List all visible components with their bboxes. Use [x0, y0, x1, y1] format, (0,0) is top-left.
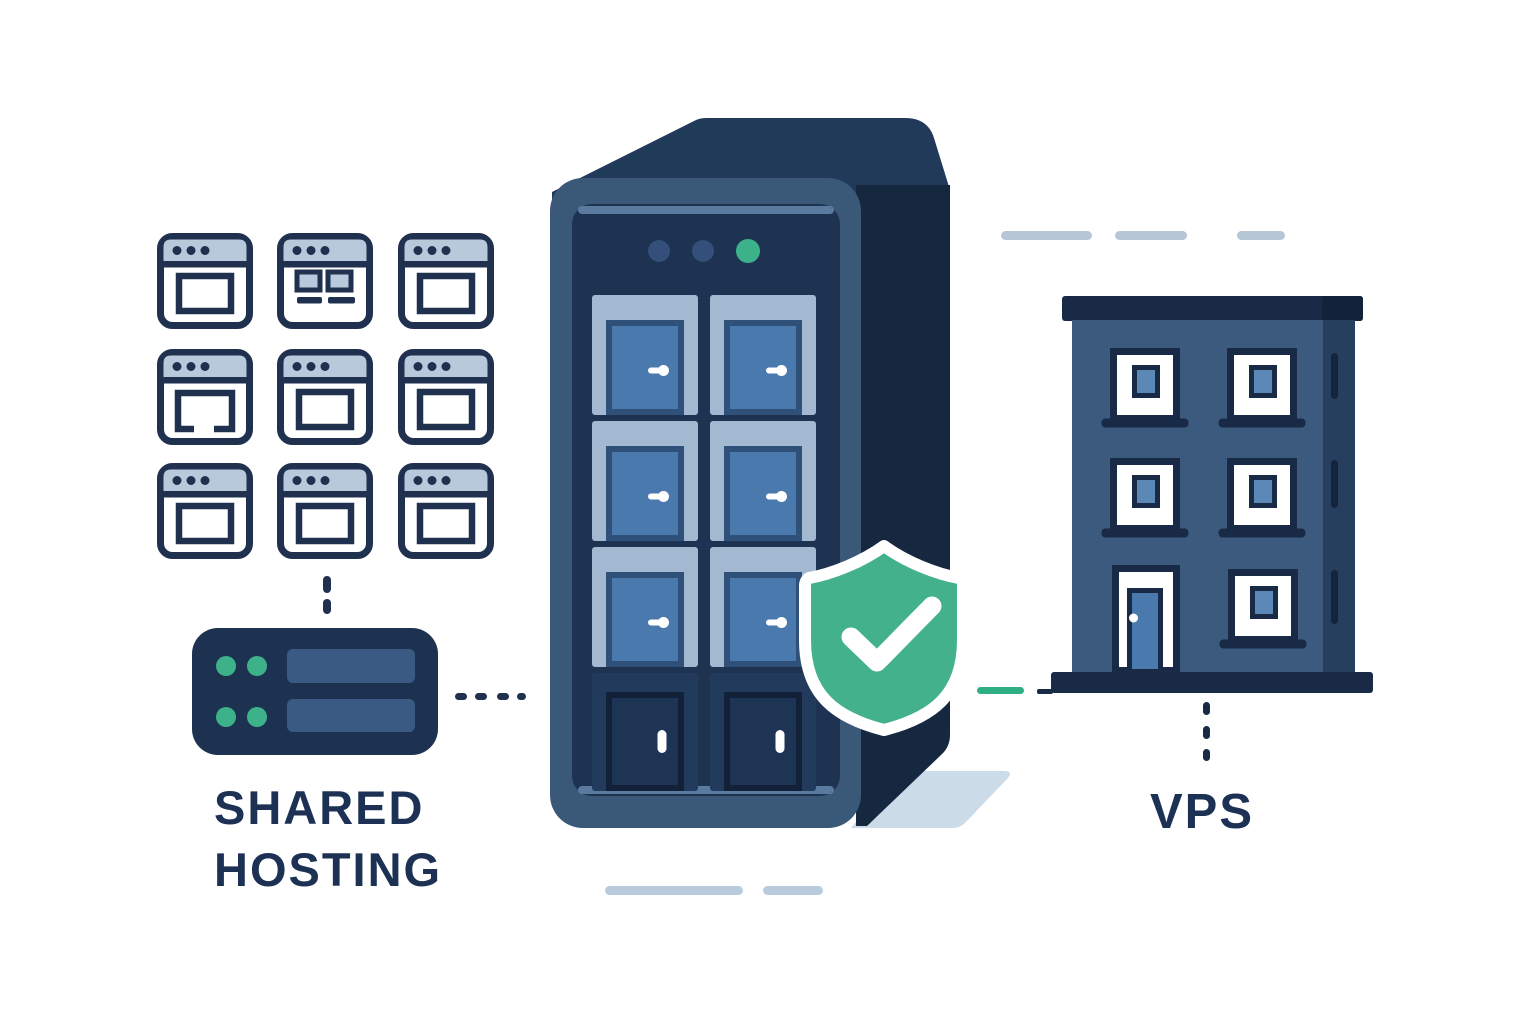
- green-dash: [977, 687, 1024, 694]
- checkmark-icon: [841, 596, 942, 672]
- vps-label-text: VPS: [1150, 785, 1255, 839]
- building-side: [1323, 320, 1355, 673]
- rack-light-dim-icon: [648, 240, 670, 262]
- building-window-icon: [1219, 462, 1306, 538]
- side-vent: [1331, 460, 1338, 508]
- building-window-icon: [1219, 352, 1306, 428]
- ground-dashes: [605, 886, 823, 895]
- browser-window-icon: [402, 467, 491, 556]
- panel-bevel: [578, 206, 834, 214]
- base-ledge-line: [1037, 689, 1053, 694]
- shared-websites-grid: [161, 237, 491, 556]
- server-rack-lockers-icon: [550, 118, 1010, 828]
- browser-window-icon: [161, 467, 250, 556]
- browser-window-icon: [402, 237, 491, 326]
- locker-door-icon: [710, 295, 816, 415]
- grid-to-server-dashed-line: [323, 576, 331, 614]
- building-base: [1051, 672, 1373, 693]
- shared-hosting-label-line1: SHARED: [214, 781, 425, 834]
- building-door-icon: [1112, 565, 1180, 674]
- browser-window-icon: [281, 353, 370, 442]
- drive-bay: [287, 649, 415, 683]
- apartment-building-icon: [1051, 296, 1373, 693]
- server-to-rack-dashed-line: [455, 693, 526, 700]
- building-window-icon: [1102, 352, 1189, 428]
- status-light-icon: [216, 707, 236, 727]
- building-to-label-dashed-line: [1203, 702, 1210, 761]
- rack-light-green-icon: [736, 239, 760, 263]
- locker-door-icon: [592, 295, 698, 415]
- building-roof-shade: [1322, 296, 1363, 321]
- door-knob: [1129, 613, 1138, 623]
- rack-light-dim-icon: [692, 240, 714, 262]
- status-light-icon: [216, 656, 236, 676]
- browser-window-icon: [281, 467, 370, 556]
- shared-hosting-label-line2: HOSTING: [214, 843, 443, 896]
- shield-check-icon: [799, 540, 969, 736]
- locker-door-icon: [592, 547, 698, 667]
- status-light-icon: [247, 656, 267, 676]
- browser-window-icon: [281, 237, 370, 326]
- drive-bay: [287, 699, 415, 732]
- locker-door-dark-icon: [710, 673, 816, 791]
- side-vent: [1331, 570, 1338, 624]
- vps-label: VPS: [1150, 788, 1254, 837]
- shared-hosting-label: SHARED HOSTING: [214, 784, 442, 893]
- locker-door-icon: [592, 421, 698, 541]
- browser-window-icon: [161, 353, 250, 442]
- side-vent: [1331, 353, 1338, 399]
- building-window-icon: [1102, 462, 1189, 538]
- browser-window-icon: [402, 353, 491, 442]
- shared-server-icon: [192, 628, 438, 755]
- dashes-above-building: [1001, 231, 1285, 240]
- building-roof: [1062, 296, 1363, 321]
- status-light-icon: [247, 707, 267, 727]
- locker-door-icon: [710, 421, 816, 541]
- locker-door-dark-icon: [592, 673, 698, 791]
- building-window-icon: [1220, 573, 1307, 649]
- browser-window-icon: [161, 237, 250, 326]
